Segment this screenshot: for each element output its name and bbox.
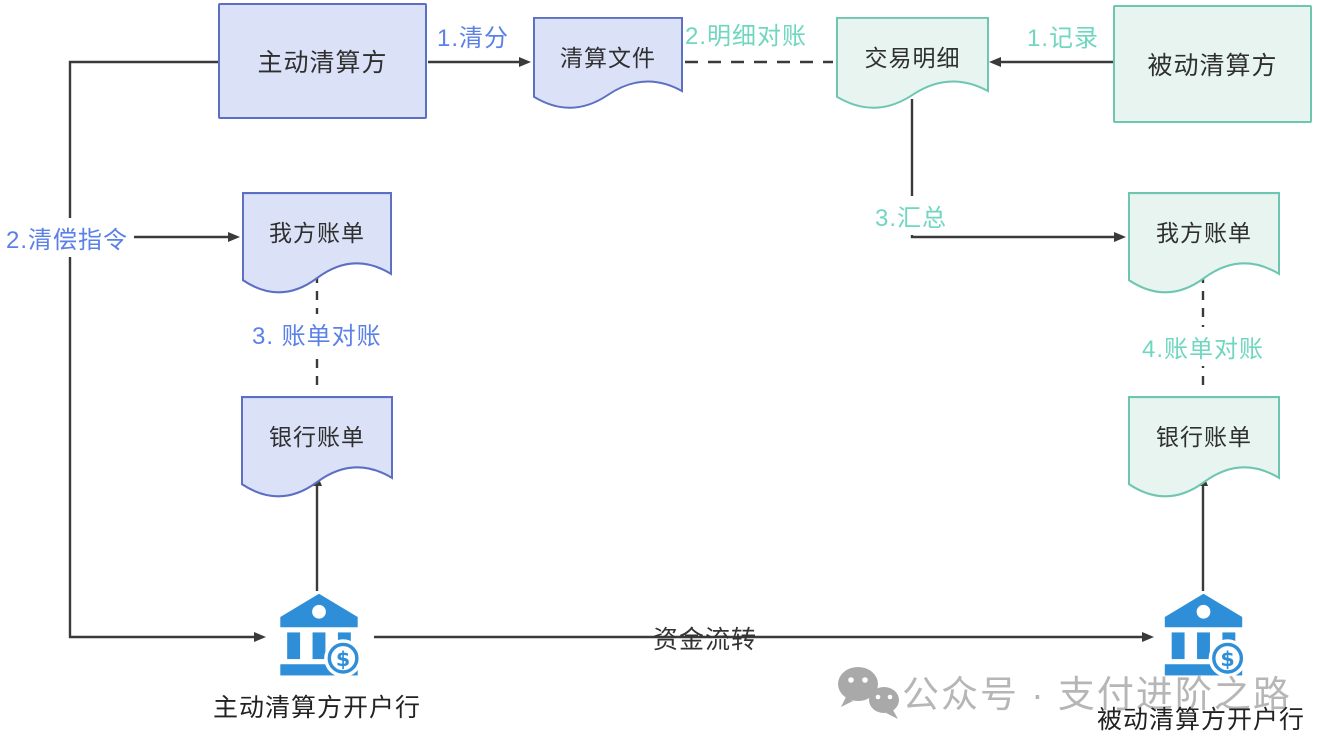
label-active-clearer-bank: 主动清算方开户行 <box>212 694 421 722</box>
label-passive-clearer-bank: 被动清算方开户行 <box>1096 706 1305 734</box>
edge-settlement-elbow-arrow <box>68 60 266 642</box>
node-label: 我方账单 <box>269 220 365 246</box>
bank-icon <box>278 592 364 678</box>
edge-label-bill-reconciliation-left: 3. 账单对账 <box>246 314 388 353</box>
node-active-clearer: 主动清算方 <box>218 3 427 119</box>
edge-label-record: 1.记录 <box>1027 25 1100 52</box>
document-shape <box>1128 396 1280 498</box>
node-label: 交易明细 <box>864 45 961 71</box>
node-bank-bill-left: 银行账单 <box>241 396 393 501</box>
document-shape <box>1128 192 1280 294</box>
edge-summarize-elbow-arrow <box>910 99 1126 242</box>
node-label: 银行账单 <box>269 424 365 450</box>
node-label: 被动清算方 <box>1147 52 1278 80</box>
node-label: 我方账单 <box>1156 220 1252 246</box>
node-transaction-detail: 交易明细 <box>836 17 989 112</box>
document-shape <box>241 396 393 498</box>
node-clearing-file: 清算文件 <box>533 17 683 112</box>
document-shape <box>533 17 683 109</box>
edge-label-detail-reconciliation: 2.明细对账 <box>685 23 808 50</box>
edge-label-clearing-split: 1.清分 <box>437 25 510 52</box>
document-shape <box>836 17 989 109</box>
node-label: 清算文件 <box>560 45 656 71</box>
node-our-bill-right: 我方账单 <box>1128 192 1280 297</box>
edge-label-bill-reconciliation-right: 4.账单对账 <box>1136 327 1271 366</box>
edge-label-settlement-instruction: 2.清偿指令 <box>0 218 135 257</box>
node-passive-clearer: 被动清算方 <box>1113 5 1312 123</box>
edge-label-fund-flow: 资金流转 <box>653 626 758 654</box>
node-our-bill-left: 我方账单 <box>242 192 392 297</box>
watermark-text: 公众号 · 支付进阶之路 <box>902 674 1292 715</box>
wechat-icon <box>838 667 899 719</box>
node-label: 主动清算方 <box>257 49 388 77</box>
node-label: 银行账单 <box>1156 424 1252 450</box>
edge-label-summarize: 3.汇总 <box>869 196 954 235</box>
node-bank-bill-right: 银行账单 <box>1128 396 1280 501</box>
document-shape <box>242 192 392 294</box>
